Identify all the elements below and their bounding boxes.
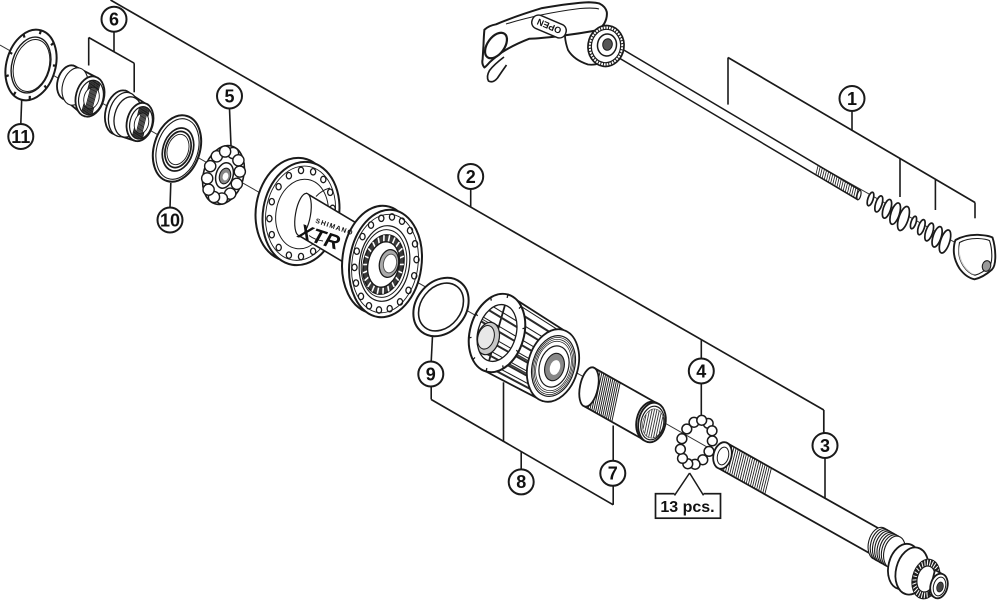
svg-text:1: 1	[847, 89, 857, 109]
svg-text:3: 3	[820, 436, 830, 456]
svg-text:13 pcs.: 13 pcs.	[660, 499, 714, 516]
svg-text:8: 8	[516, 472, 526, 492]
svg-text:7: 7	[608, 464, 618, 484]
svg-text:11: 11	[11, 127, 30, 147]
svg-text:2: 2	[466, 167, 476, 187]
svg-text:4: 4	[696, 361, 706, 381]
svg-text:9: 9	[426, 364, 436, 384]
svg-text:6: 6	[109, 10, 119, 30]
svg-text:5: 5	[224, 86, 234, 106]
svg-text:10: 10	[160, 210, 180, 230]
